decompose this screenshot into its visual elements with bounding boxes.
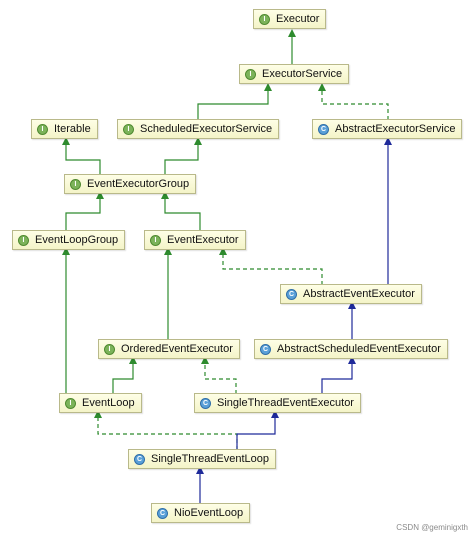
edge-singlethreadeventexecutor-abstractscheduled xyxy=(321,356,356,394)
node-event-loop[interactable]: I EventLoop xyxy=(59,393,142,413)
edge-abstractexecutorservice-executorservice xyxy=(318,83,389,120)
node-single-thread-event-loop[interactable]: C SingleThreadEventLoop xyxy=(128,449,277,469)
node-label: Iterable xyxy=(54,123,91,135)
node-label: OrderedEventExecutor xyxy=(121,343,233,355)
node-single-thread-event-executor[interactable]: C SingleThreadEventExecutor xyxy=(194,393,361,413)
class-icon: C xyxy=(157,507,168,519)
node-label: EventExecutorGroup xyxy=(87,178,190,190)
edge-eventloop-orderedeventexecutor xyxy=(112,356,137,394)
node-event-loop-group[interactable]: I EventLoopGroup xyxy=(12,230,126,250)
edge-eventexecutorgroup-iterable xyxy=(62,137,101,175)
node-label: EventExecutor xyxy=(167,234,239,246)
edge-eventexecutorgroup-scheduled xyxy=(164,137,202,175)
edge-eventexecutor-eventexecutorgroup xyxy=(161,191,201,231)
node-label: SingleThreadEventExecutor xyxy=(217,397,354,409)
node-abstract-scheduled-event-executor[interactable]: C AbstractScheduledEventExecutor xyxy=(254,339,448,359)
interface-icon: I xyxy=(104,343,115,355)
node-executor[interactable]: I Executor xyxy=(253,9,327,29)
interface-icon: I xyxy=(18,234,29,246)
edge-singlethreadeventloop-singlethreadeventexecutor xyxy=(236,410,279,450)
interface-icon: I xyxy=(123,123,134,135)
node-event-executor[interactable]: I EventExecutor xyxy=(144,230,246,250)
node-executor-service[interactable]: I ExecutorService xyxy=(239,64,350,84)
edge-scheduled-executorservice xyxy=(197,83,272,120)
node-event-executor-group[interactable]: I EventExecutorGroup xyxy=(64,174,197,194)
interface-icon: I xyxy=(65,397,76,409)
node-label: AbstractExecutorService xyxy=(335,123,456,135)
node-ordered-event-executor[interactable]: I OrderedEventExecutor xyxy=(98,339,240,359)
node-nio-event-loop[interactable]: C NioEventLoop xyxy=(151,503,251,523)
node-abstract-event-executor[interactable]: C AbstractEventExecutor xyxy=(280,284,422,304)
interface-icon: I xyxy=(245,68,256,80)
interface-icon: I xyxy=(37,123,48,135)
node-label: NioEventLoop xyxy=(174,507,244,519)
edge-abstracteventexecutor-eventexecutor xyxy=(219,247,323,285)
node-label: Executor xyxy=(276,13,320,25)
node-label: AbstractEventExecutor xyxy=(303,288,415,300)
edge-singlethreadeventloop-eventloop xyxy=(94,410,238,450)
node-label: EventLoopGroup xyxy=(35,234,119,246)
node-abstract-executor-service[interactable]: C AbstractExecutorService xyxy=(312,119,463,139)
class-icon: C xyxy=(286,288,297,300)
node-label: ScheduledExecutorService xyxy=(140,123,273,135)
class-icon: C xyxy=(260,343,271,355)
interface-icon: I xyxy=(259,13,270,25)
edge-eventloopgroup-eventexecutorgroup xyxy=(65,191,104,231)
interface-icon: I xyxy=(150,234,161,246)
node-iterable[interactable]: I Iterable xyxy=(31,119,98,139)
node-label: SingleThreadEventLoop xyxy=(151,453,270,465)
class-icon: C xyxy=(134,453,145,465)
class-icon: C xyxy=(200,397,211,409)
node-label: ExecutorService xyxy=(262,68,343,80)
node-scheduled-executor-service[interactable]: I ScheduledExecutorService xyxy=(117,119,280,139)
node-label: AbstractScheduledEventExecutor xyxy=(277,343,441,355)
class-icon: C xyxy=(318,123,329,135)
edge-singlethreadeventexecutor-orderedeventexecutor xyxy=(201,356,237,394)
watermark: CSDN @geminigxth xyxy=(396,523,468,532)
interface-icon: I xyxy=(70,178,81,190)
node-label: EventLoop xyxy=(82,397,135,409)
